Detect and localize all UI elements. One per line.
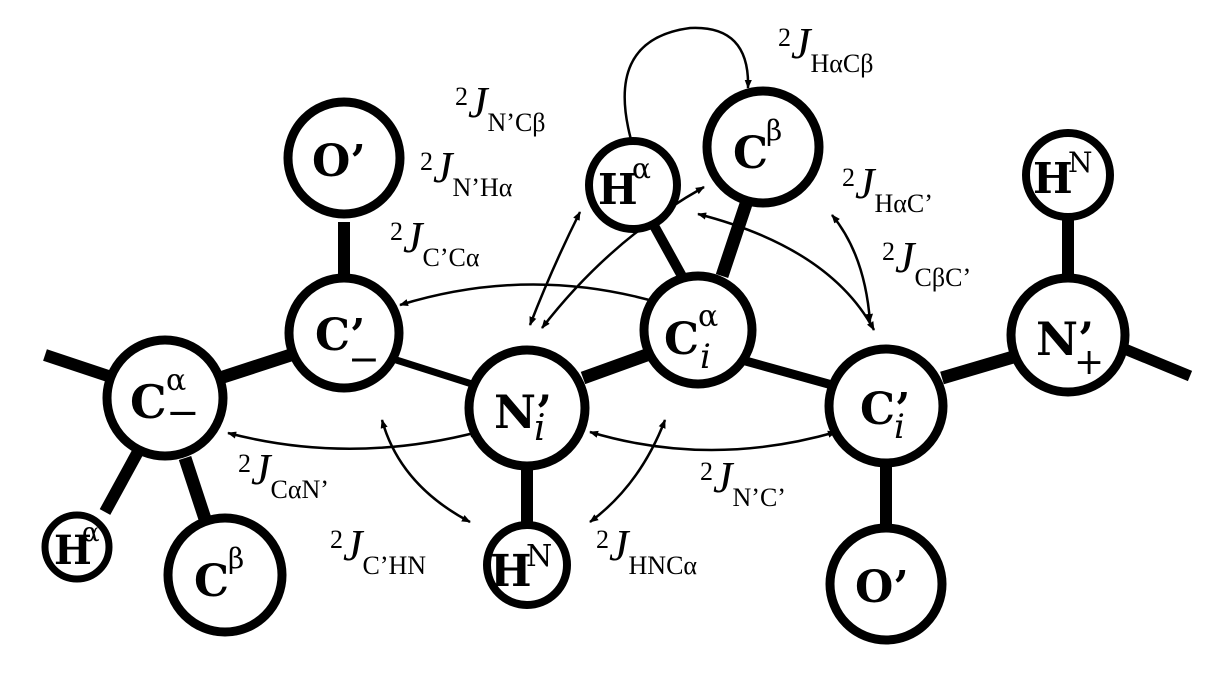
atom-ca-prev: C α −: [102, 335, 228, 461]
bond-ca-prev-cb-prev: [178, 455, 215, 531]
atom-sup: N: [526, 539, 552, 574]
atom-sub: i: [894, 407, 905, 447]
atom-label: H: [598, 165, 638, 214]
atom-sub: −: [166, 390, 200, 436]
bond-ca-i-co-i: [740, 355, 834, 390]
bond-ca-prev-ha-prev: [99, 445, 146, 515]
atom-co-i: C’ i: [824, 344, 948, 468]
atom-label: O’: [855, 562, 909, 613]
bond-ca-i-cb-i: [715, 195, 755, 279]
atom-sup: α: [166, 363, 186, 398]
bond-co-i-n-next: [940, 348, 1022, 385]
bond-ca-i-ha-i: [647, 219, 688, 281]
arrow-cbc: [831, 214, 873, 323]
arrow-hacb: [623, 26, 752, 151]
coupling-labels: 2JHαCβ 2JN’Cβ 2JN’Hα 2JC’Cα 2JHαC’ 2JCβC…: [238, 19, 971, 580]
atom-label: C’: [315, 310, 365, 361]
atom-label: C’: [860, 384, 910, 435]
arrow-ncb: [541, 185, 705, 329]
atom-sup: α: [698, 299, 718, 334]
label-j-hac: 2JHαC’: [842, 159, 933, 218]
atom-sub: i: [534, 408, 546, 449]
arrow-chn: [380, 419, 471, 524]
arrow-nha: [528, 211, 582, 326]
arrow-nc: [589, 430, 837, 452]
label-j-can: 2JCαN’: [238, 445, 329, 504]
atom-label: C: [664, 314, 699, 365]
label-j-chn: 2JC’HN: [330, 521, 426, 580]
atom-sup: β: [228, 542, 244, 575]
atom-label: H: [1033, 154, 1073, 203]
atom-label: O’: [312, 136, 366, 187]
atom-sub: i: [700, 337, 711, 377]
atom-label: H: [54, 527, 92, 574]
label-j-cca: 2JC’Cα: [390, 213, 480, 272]
atom-sub: +: [1074, 342, 1104, 383]
atom-co-prev: C’ −: [284, 273, 404, 393]
atom-label: C: [194, 556, 229, 607]
atom-o-i: O’: [825, 523, 947, 645]
bond-n-i-ca-i: [580, 345, 658, 385]
atom-label: C: [733, 128, 768, 179]
bond-ca-prev-co-prev: [217, 345, 303, 385]
atom-ca-i: C α i: [639, 271, 757, 389]
atom-label: H: [490, 546, 532, 597]
atom-n-next: N’ +: [1006, 273, 1130, 397]
atom-label: C: [130, 375, 167, 429]
label-j-ncb: 2JN’Cβ: [455, 78, 546, 137]
atom-ha-i: H α: [585, 137, 681, 233]
label-j-hnca: 2JHNCα: [596, 521, 697, 580]
atom-label: N’: [494, 385, 552, 439]
label-j-nha: 2JN’Hα: [420, 143, 513, 202]
atom-ha-prev: H α: [41, 511, 113, 583]
atom-sup: α: [82, 518, 100, 548]
arrow-cca: [399, 283, 661, 307]
label-j-hacb: 2JHαCβ: [778, 19, 874, 78]
atom-sup: α: [632, 152, 651, 185]
atom-o-prev: O’: [283, 97, 405, 219]
label-j-nc: 2JN’C’: [700, 453, 786, 512]
atom-sub: −: [348, 337, 380, 381]
bond-co-prev-n-i: [388, 354, 477, 389]
atom-label: N’: [1036, 312, 1094, 366]
atom-hn-next: H N: [1022, 129, 1114, 221]
coupling-arrows: [227, 26, 876, 524]
label-j-cbc: 2JCβC’: [882, 233, 971, 292]
atom-hn-i: H N: [483, 521, 571, 609]
atom-cb-prev: C β: [163, 513, 287, 637]
atom-cb-i: C β: [702, 86, 824, 208]
atom-n-i: N’ i: [464, 345, 590, 471]
atom-sup: N: [1068, 146, 1093, 179]
bonds: [43, 195, 1193, 531]
atom-sup: β: [766, 114, 782, 147]
